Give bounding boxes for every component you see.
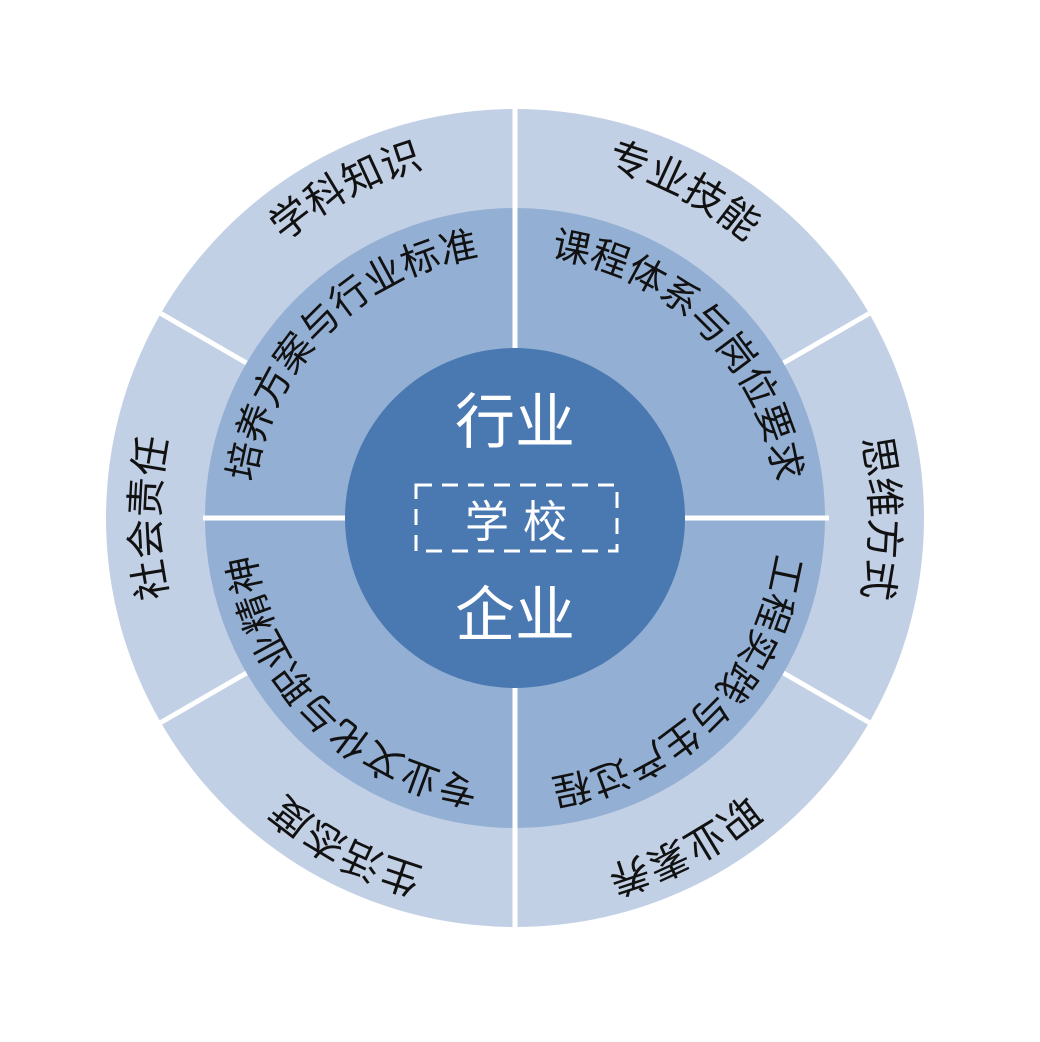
outer-divider-lower-right: [782, 670, 871, 725]
outer-divider-upper-left: [159, 311, 248, 366]
center-label-enterprise: 企业: [455, 581, 575, 651]
outer-divider-lower-left: [159, 670, 248, 725]
middle-dividers: [203, 208, 829, 828]
core-circle: [345, 348, 685, 688]
center-dashed-box: [414, 483, 619, 553]
center-label-industry: 行业: [455, 388, 575, 458]
outer-dividers: [159, 109, 871, 927]
center-label-school: 学 校: [465, 497, 567, 548]
outer-divider-upper-right: [782, 311, 871, 366]
